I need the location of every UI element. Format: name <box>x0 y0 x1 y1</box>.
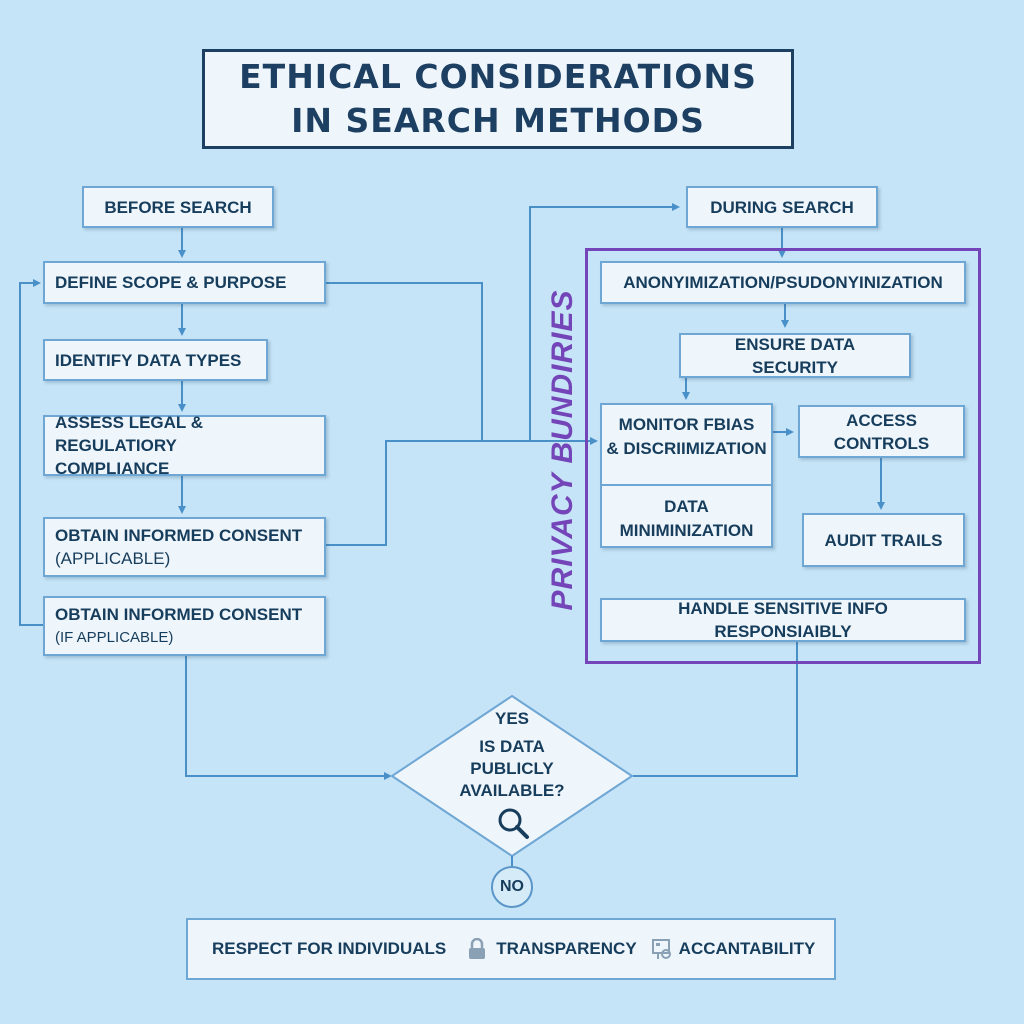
principles-footer: RESPECT FOR INDIVIDUALS TRANSPARENCY ACC… <box>186 918 836 980</box>
consent-box-1: OBTAIN INFORMED CONSENT (APPLICABLE) <box>43 517 326 577</box>
assess-legal-line-1: ASSESS LEGAL & REGULATIORY <box>55 413 203 455</box>
minimization-line-1: DATA <box>664 497 709 516</box>
handle-sensitive-box: HANDLE SENSITIVE INFO RESPONSIAIBLY <box>600 598 966 642</box>
magnifier-icon <box>498 808 529 839</box>
audit-trails-box: AUDIT TRAILS <box>802 513 965 567</box>
during-search-header: DURING SEARCH <box>686 186 878 228</box>
privacy-boundaries-label: PRIVACY BUNDIRIES <box>546 289 579 611</box>
decision-yes-label: YES <box>494 709 530 728</box>
footer-transparency: TRANSPARENCY <box>496 939 637 958</box>
consent-box-2: OBTAIN INFORMED CONSENT (IF APPLICABLE) <box>43 596 326 656</box>
connector-sensitive-to-decision <box>633 642 798 777</box>
split-divider <box>602 484 771 486</box>
identify-data-box: IDENTIFY DATA TYPES <box>43 339 268 381</box>
lock-icon <box>468 938 486 960</box>
title-box: ETHICAL CONSIDERATIONS IN SEARCH METHODS <box>202 49 794 149</box>
data-security-box: ENSURE DATA SECURITY <box>679 333 911 378</box>
connector-to-during <box>529 203 680 441</box>
footer-accountability: ACCANTABILITY <box>678 939 816 958</box>
assess-legal-box: ASSESS LEGAL & REGULATIORY COMPLIANCE <box>43 413 326 478</box>
monitor-minimization-box: MONITOR FBIAS & DISCRIIMIZATION DATA MIN… <box>600 403 773 548</box>
define-scope-box: DEFINE SCOPE & PURPOSE <box>43 261 326 304</box>
anonymization-box: ANONYIMIZATION/PSUDONYINIZATION <box>600 261 966 304</box>
security-badge-icon <box>651 938 673 960</box>
consent-1-line-2: (APPLICABLE) <box>55 549 171 568</box>
consent-2-line-1: OBTAIN INFORMED CONSENT <box>55 605 303 624</box>
title-line-1: ETHICAL CONSIDERATIONS <box>239 57 757 96</box>
privacy-boundaries-frame <box>585 248 981 664</box>
loop-connector <box>19 279 43 626</box>
decision-no-circle: NO <box>491 866 533 908</box>
consent-2-line-2: (IF APPLICABLE) <box>55 629 174 646</box>
access-controls-box: ACCESS CONTROLS <box>798 405 965 458</box>
monitor-line-2: & DISCRIIMIZATION <box>606 439 767 458</box>
before-search-header: BEFORE SEARCH <box>82 186 274 228</box>
connector-consent-to-decision <box>185 656 392 780</box>
connector-scope-to-monitor <box>326 282 530 442</box>
consent-1-line-1: OBTAIN INFORMED CONSENT <box>55 526 303 545</box>
decision-no-label: NO <box>500 878 524 895</box>
decision-question-3: AVAILABLE? <box>459 781 565 800</box>
decision-question-2: PUBLICLY <box>470 759 554 778</box>
title-line-2: IN SEARCH METHODS <box>291 101 705 140</box>
connector-consent-to-monitor <box>326 437 598 546</box>
footer-respect: RESPECT FOR INDIVIDUALS <box>212 939 447 958</box>
assess-legal-line-2: COMPLIANCE <box>55 459 170 478</box>
minimization-text: DATA MINIMINIZATION <box>602 495 771 543</box>
monitor-line-1: MONITOR FBIAS <box>618 415 755 434</box>
monitor-bias-text: MONITOR FBIAS & DISCRIIMIZATION <box>602 413 771 461</box>
decision-question-1: IS DATA <box>479 737 545 756</box>
minimization-line-2: MINIMINIZATION <box>619 521 754 540</box>
